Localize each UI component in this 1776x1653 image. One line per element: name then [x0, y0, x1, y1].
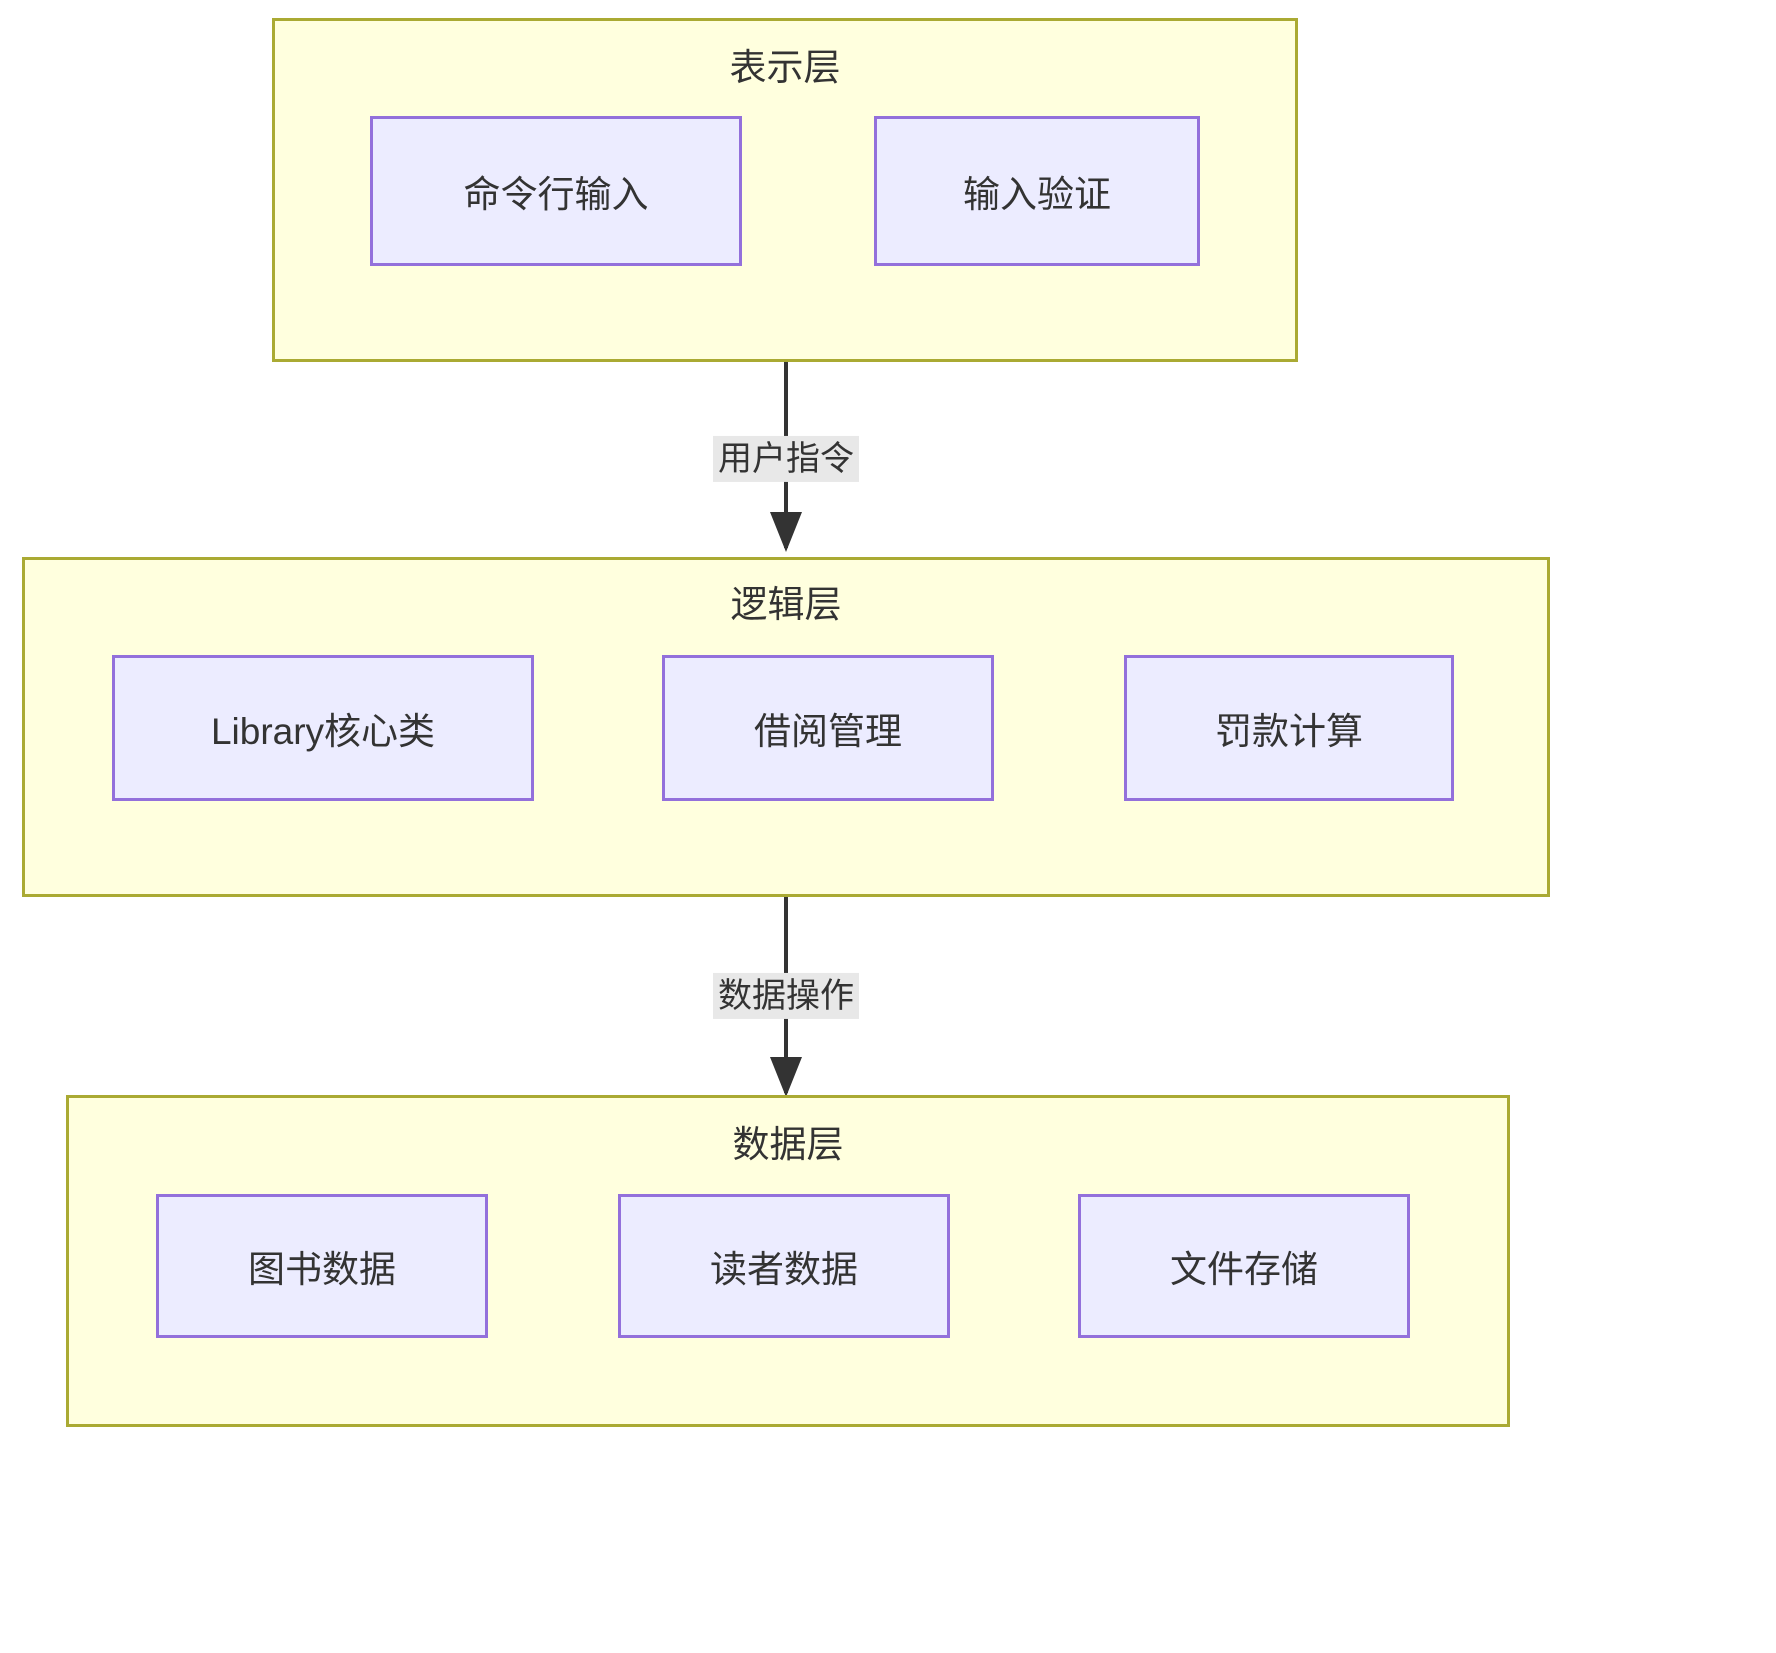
- layer-presentation-title: 表示层: [729, 47, 841, 88]
- layer-logic-title: 逻辑层: [730, 584, 842, 625]
- node-input-validation[interactable]: 输入验证: [874, 116, 1200, 266]
- layer-data-title: 数据层: [732, 1124, 844, 1165]
- node-borrow-management[interactable]: 借阅管理: [662, 655, 994, 801]
- edge-label-user-command: 用户指令: [713, 435, 859, 483]
- node-fine-calculation[interactable]: 罚款计算: [1124, 655, 1454, 801]
- node-library-core[interactable]: Library核心类: [112, 655, 534, 801]
- node-reader-data[interactable]: 读者数据: [618, 1194, 950, 1338]
- edge-label-data-operation: 数据操作: [713, 972, 859, 1020]
- node-book-data[interactable]: 图书数据: [156, 1194, 488, 1338]
- node-cli-input[interactable]: 命令行输入: [370, 116, 742, 266]
- node-file-storage[interactable]: 文件存储: [1078, 1194, 1410, 1338]
